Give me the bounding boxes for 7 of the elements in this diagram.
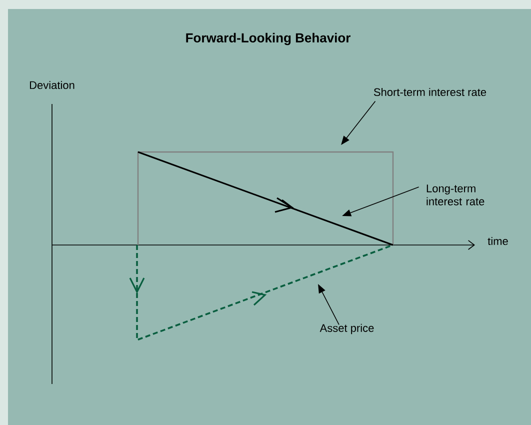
callout-label: Asset price bbox=[320, 324, 374, 334]
axis-label: time bbox=[488, 236, 508, 246]
callout-label: Long-term interest rate bbox=[426, 184, 484, 206]
title: Forward-Looking Behavior bbox=[186, 32, 350, 46]
callout-label: Short-term interest rate bbox=[374, 88, 486, 96]
leader-line bbox=[341, 100, 376, 145]
axis-label: Deviation bbox=[30, 80, 74, 90]
